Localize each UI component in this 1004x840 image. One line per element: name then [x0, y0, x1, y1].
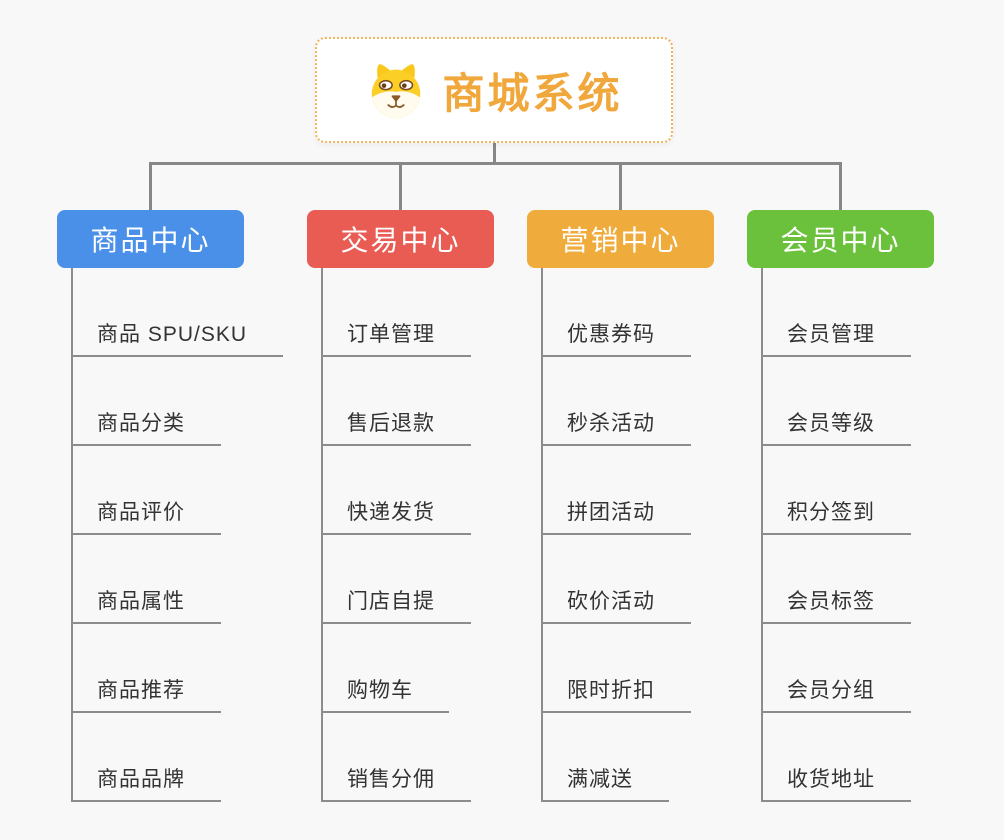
branch-members-connector: [761, 268, 763, 802]
leaf-item[interactable]: 购物车: [321, 674, 449, 713]
connector-drop-members: [839, 162, 842, 210]
leaf-item[interactable]: 商品品牌: [71, 763, 221, 802]
root-title: 商城系统: [442, 69, 623, 117]
leaf-item[interactable]: 秒杀活动: [541, 407, 691, 446]
leaf-item[interactable]: 商品属性: [71, 585, 221, 624]
leaf-item[interactable]: 满减送: [541, 763, 669, 802]
leaf-item[interactable]: 积分签到: [761, 496, 911, 535]
branch-products-connector: [71, 268, 73, 802]
branch-members-header[interactable]: 会员中心: [747, 210, 934, 268]
connector-root-stem: [493, 142, 496, 163]
leaf-item[interactable]: 砍价活动: [541, 585, 691, 624]
leaf-item[interactable]: 快递发货: [321, 496, 471, 535]
connector-drop-trade: [399, 162, 402, 210]
branch-products: 商品中心 商品 SPU/SKU 商品分类 商品评价 商品属性 商品推荐 商品品牌: [57, 210, 317, 802]
leaf-item[interactable]: 订单管理: [321, 318, 471, 357]
leaf-item[interactable]: 会员管理: [761, 318, 911, 357]
leaf-item[interactable]: 门店自提: [321, 585, 471, 624]
connector-drop-products: [149, 162, 152, 210]
branch-marketing-header[interactable]: 营销中心: [527, 210, 714, 268]
leaf-item[interactable]: 优惠券码: [541, 318, 691, 357]
branch-marketing-connector: [541, 268, 543, 802]
leaf-item[interactable]: 商品推荐: [71, 674, 221, 713]
connector-trunk: [149, 162, 842, 165]
branch-members: 会员中心 会员管理 会员等级 积分签到 会员标签 会员分组 收货地址: [747, 210, 1004, 802]
dog-face-icon: [365, 59, 427, 121]
leaf-item[interactable]: 商品 SPU/SKU: [71, 318, 284, 357]
root-node[interactable]: 商城系统: [315, 37, 673, 143]
leaf-item[interactable]: 售后退款: [321, 407, 471, 446]
leaf-item[interactable]: 拼团活动: [541, 496, 691, 535]
branch-products-header[interactable]: 商品中心: [57, 210, 244, 268]
branch-trade-header[interactable]: 交易中心: [307, 210, 494, 268]
branch-trade-connector: [321, 268, 323, 802]
branch-trade: 交易中心 订单管理 售后退款 快递发货 门店自提 购物车 销售分佣: [307, 210, 567, 802]
leaf-item[interactable]: 会员等级: [761, 407, 911, 446]
leaf-item[interactable]: 收货地址: [761, 763, 911, 802]
leaf-item[interactable]: 销售分佣: [321, 763, 471, 802]
leaf-item[interactable]: 商品评价: [71, 496, 221, 535]
branch-marketing: 营销中心 优惠券码 秒杀活动 拼团活动 砍价活动 限时折扣 满减送: [527, 210, 787, 802]
connector-drop-marketing: [619, 162, 622, 210]
leaf-item[interactable]: 限时折扣: [541, 674, 691, 713]
leaf-item[interactable]: 会员标签: [761, 585, 911, 624]
leaf-item[interactable]: 商品分类: [71, 407, 221, 446]
leaf-item[interactable]: 会员分组: [761, 674, 911, 713]
